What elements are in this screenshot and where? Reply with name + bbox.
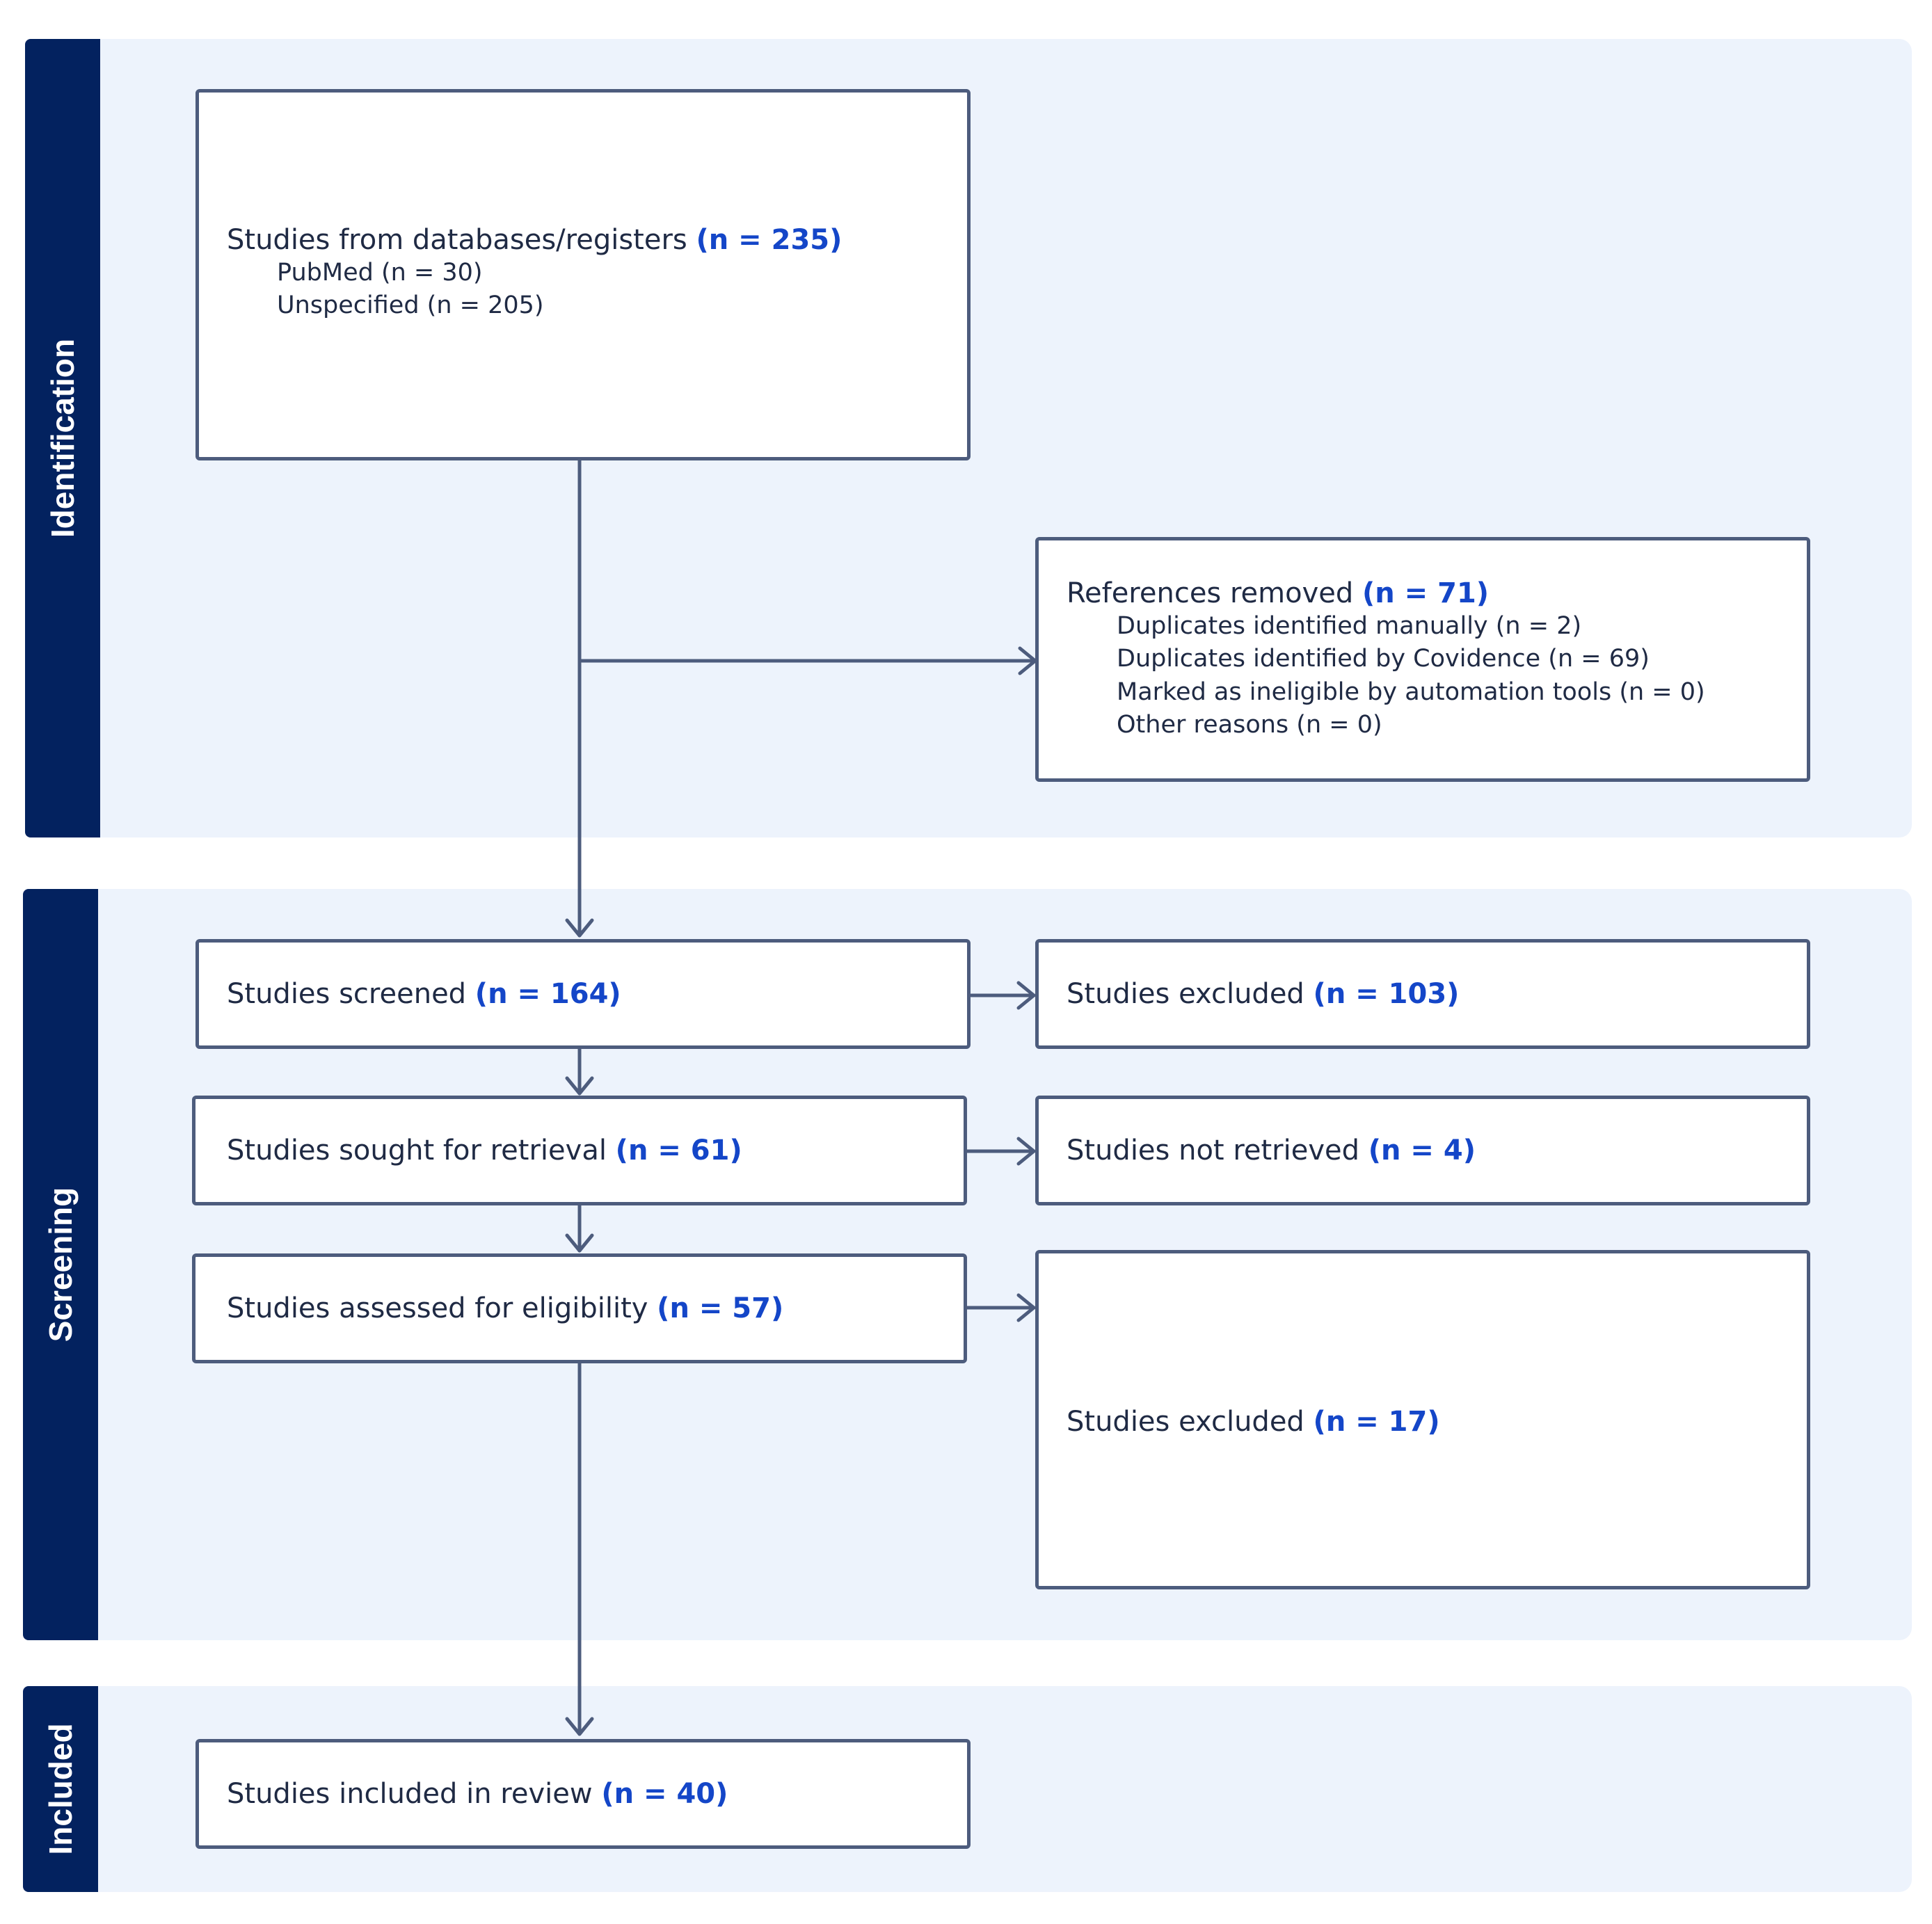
sought-box: Studies sought for retrieval (n = 61) (192, 1096, 967, 1205)
assessed-title-line: Studies assessed for eligibility (n = 57… (227, 1292, 783, 1325)
removed-box: References removed (n = 71) Duplicates i… (1035, 537, 1810, 782)
included-box: Studies included in review (n = 40) (195, 1739, 971, 1849)
excluded1-title-line: Studies excluded (n = 103) (1067, 977, 1459, 1011)
removed-title-line: References removed (n = 71) (1067, 577, 1705, 610)
included-count: (n = 40) (601, 1778, 728, 1810)
not-retrieved-box: Studies not retrieved (n = 4) (1035, 1096, 1810, 1205)
databases-box: Studies from databases/registers (n = 23… (195, 89, 971, 460)
screening-label: Screening (42, 1187, 79, 1342)
included-tab: Included (23, 1686, 98, 1892)
sought-title: Studies sought for retrieval (227, 1135, 607, 1167)
assessed-count: (n = 57) (657, 1292, 784, 1324)
sought-count: (n = 61) (615, 1135, 742, 1167)
databases-item-pubmed: PubMed (n = 30) (277, 259, 483, 287)
screened-title-line: Studies screened (n = 164) (227, 977, 621, 1011)
included-label: Included (42, 1723, 79, 1855)
removed-title: References removed (1067, 577, 1354, 609)
excluded1-count: (n = 103) (1313, 978, 1460, 1010)
databases-title: Studies from databases/registers (227, 224, 687, 256)
assessed-title: Studies assessed for eligibility (227, 1292, 648, 1324)
excluded2-title-line: Studies excluded (n = 17) (1067, 1405, 1440, 1438)
removed-item-manual: Duplicates identified manually (n = 2) (1117, 612, 1582, 640)
databases-title-line: Studies from databases/registers (n = 23… (227, 223, 842, 257)
removed-count: (n = 71) (1362, 577, 1490, 609)
excluded1-box: Studies excluded (n = 103) (1035, 939, 1810, 1049)
databases-count: (n = 235) (696, 224, 843, 256)
screened-count: (n = 164) (474, 978, 621, 1010)
excluded2-count: (n = 17) (1313, 1406, 1440, 1438)
included-title: Studies included in review (227, 1778, 593, 1810)
identification-tab: Identification (25, 39, 100, 837)
excluded2-title: Studies excluded (1067, 1406, 1304, 1438)
not-retrieved-title: Studies not retrieved (1067, 1135, 1360, 1167)
excluded1-title: Studies excluded (1067, 978, 1304, 1010)
screened-box: Studies screened (n = 164) (195, 939, 971, 1049)
assessed-box: Studies assessed for eligibility (n = 57… (192, 1253, 967, 1363)
screening-tab: Screening (23, 889, 98, 1640)
identification-label: Identification (45, 338, 81, 538)
databases-item-unspecified: Unspecified (n = 205) (277, 291, 544, 320)
removed-item-automation: Marked as ineligible by automation tools… (1117, 678, 1705, 706)
screened-title: Studies screened (227, 978, 467, 1010)
not-retrieved-title-line: Studies not retrieved (n = 4) (1067, 1134, 1476, 1167)
removed-content: References removed (n = 71) Duplicates i… (1067, 577, 1705, 741)
excluded2-box: Studies excluded (n = 17) (1035, 1250, 1810, 1589)
databases-content: Studies from databases/registers (n = 23… (227, 223, 842, 323)
removed-item-other: Other reasons (n = 0) (1117, 710, 1382, 739)
removed-item-covidence: Duplicates identified by Covidence (n = … (1117, 645, 1650, 673)
included-title-line: Studies included in review (n = 40) (227, 1777, 728, 1811)
sought-title-line: Studies sought for retrieval (n = 61) (227, 1134, 742, 1167)
not-retrieved-count: (n = 4) (1368, 1135, 1476, 1167)
